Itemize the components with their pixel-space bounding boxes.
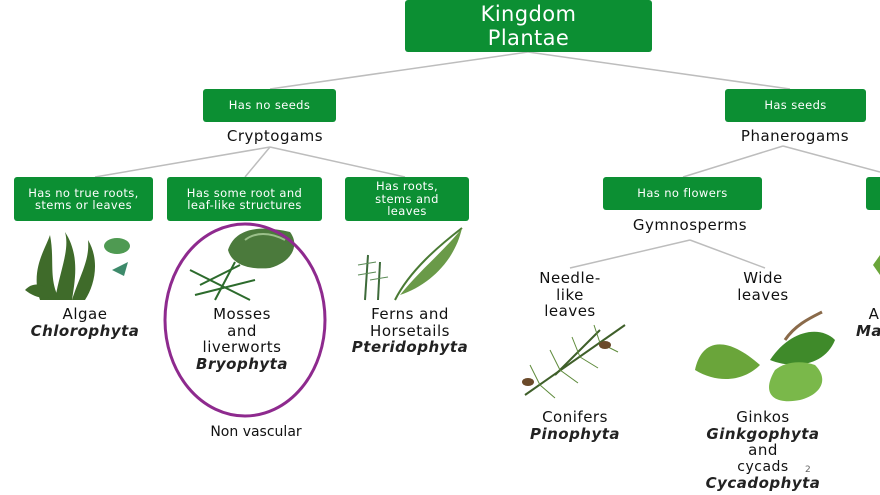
- needle-label-1: Needle-: [539, 269, 601, 287]
- moss-condition-box: Has some root and leaf-like structures: [167, 177, 322, 221]
- has-seeds-box: Has seeds: [725, 89, 866, 122]
- non-vascular-highlight-ellipse: [163, 222, 327, 418]
- cryptogams-label: Cryptogams: [226, 127, 324, 145]
- phanerogams-label: Phanerogams: [740, 127, 850, 145]
- algae-scientific: Chlorophyta: [30, 321, 140, 340]
- gymnosperms-label: Gymnosperms: [632, 216, 748, 234]
- cycads-scientific: Cycadophyta: [705, 474, 821, 492]
- algae-common: Algae: [62, 305, 108, 323]
- has-no-flowers-box: Has no flowers: [603, 177, 762, 210]
- wide-leaves-label: Wide leaves: [737, 270, 789, 303]
- moss-common-1: Mosses: [213, 305, 271, 323]
- wide-label-1: Wide: [743, 269, 783, 287]
- needle-label-2: like: [556, 285, 584, 304]
- fern-scientific: Pteridophyta: [351, 338, 469, 356]
- non-vascular-label: Non vascular: [210, 424, 302, 440]
- algae-label: Algae Chlorophyta: [31, 306, 140, 339]
- wide-label-2: leaves: [737, 285, 789, 304]
- slide-number: 2: [805, 465, 811, 475]
- cut-off-condition-box: [866, 177, 880, 210]
- ginkgo-common: Ginkos: [736, 408, 790, 426]
- moss-illustration: [189, 228, 295, 301]
- conifers-common: Conifers: [542, 408, 608, 426]
- fern-common-1: Ferns and: [371, 305, 449, 323]
- fern-label: Ferns and Horsetails Pteridophyta: [352, 306, 468, 356]
- root-line2: Plantae: [487, 26, 570, 50]
- root-line1: Kingdom: [480, 2, 577, 26]
- conifers-label: Conifers Pinophyta: [530, 409, 620, 442]
- moss-common-3: liverworts: [202, 338, 282, 356]
- has-no-seeds-box: Has no seeds: [203, 89, 336, 122]
- needle-leaves-label: Needle- like leaves: [539, 270, 601, 320]
- cut-off-label: A Ma: [856, 305, 880, 339]
- cut-off-line1: A: [868, 305, 880, 323]
- algae-condition-box: Has no true roots, stems or leaves: [14, 177, 153, 221]
- ginkgo-illustration: [695, 310, 835, 402]
- moss-label: Mosses and liverworts Bryophyta: [196, 306, 288, 372]
- needle-label-3: leaves: [544, 302, 596, 320]
- cycads-common: cycads: [737, 458, 789, 475]
- ginkgo-and: and: [748, 441, 778, 459]
- moss-common-2: and: [227, 321, 257, 340]
- cut-off-line2: Ma: [856, 321, 880, 340]
- moss-scientific: Bryophyta: [196, 354, 288, 373]
- ginkgo-scientific: Ginkgophyta: [706, 424, 820, 443]
- fern-condition-box: Has roots, stems and leaves: [345, 177, 469, 221]
- fern-illustration: [357, 227, 463, 301]
- ginkgo-label: Ginkos Ginkgophyta and cycads Cycadophyt…: [706, 409, 821, 492]
- conifers-scientific: Pinophyta: [529, 424, 621, 443]
- algae-illustration: [25, 232, 130, 300]
- fern-common-2: Horsetails: [370, 321, 450, 340]
- conifer-illustration: [522, 324, 626, 399]
